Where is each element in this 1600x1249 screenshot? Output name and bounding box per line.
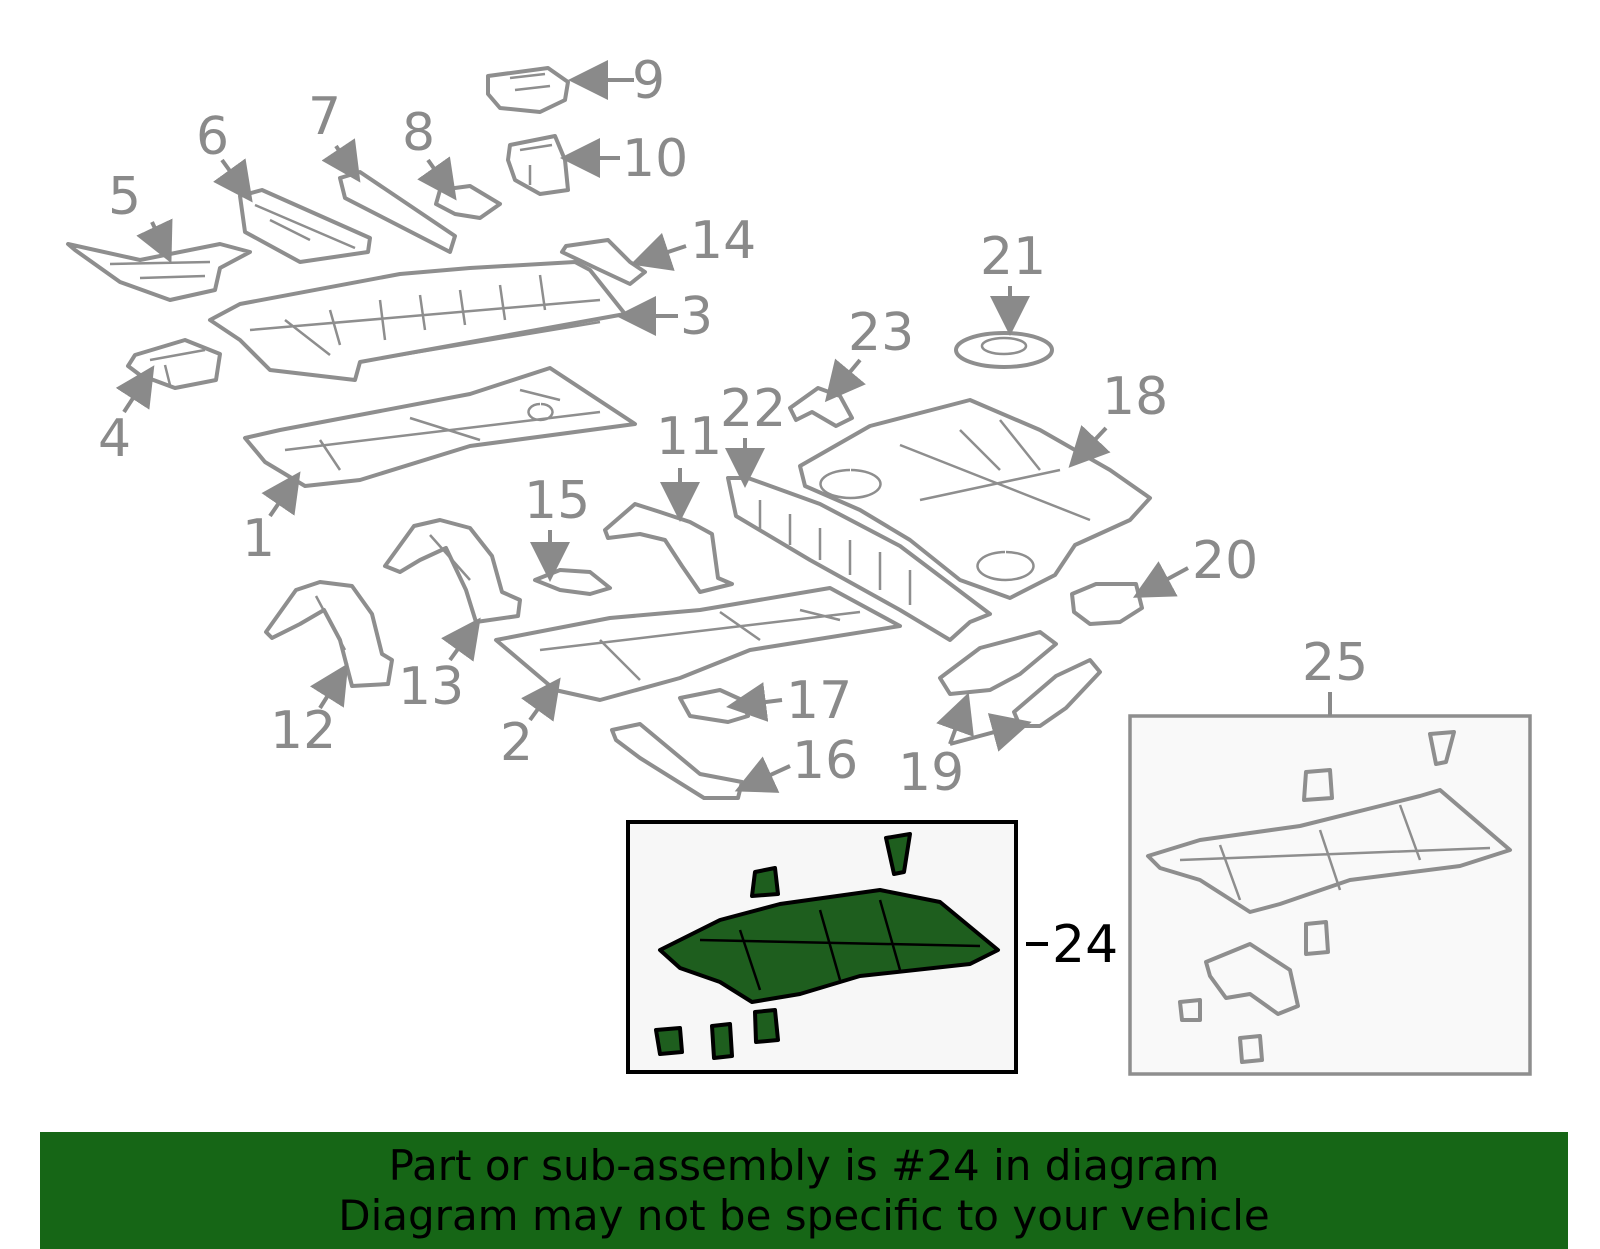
callout-2: 2 <box>500 713 533 773</box>
banner-line-2: Diagram may not be specific to your vehi… <box>338 1190 1270 1240</box>
part-1[interactable] <box>243 366 637 488</box>
callout-14: 14 <box>690 211 756 271</box>
leader-lines <box>115 60 1332 946</box>
part-11[interactable] <box>603 502 734 594</box>
callout-25: 25 <box>1302 633 1368 693</box>
callout-19: 19 <box>898 743 964 803</box>
part-18[interactable] <box>798 398 1152 600</box>
part-8[interactable] <box>434 184 502 220</box>
callout-22: 22 <box>720 379 786 439</box>
part-6[interactable] <box>238 188 372 264</box>
callout-3: 3 <box>680 287 713 347</box>
info-banner: Part or sub-assembly is #24 in diagram D… <box>40 1132 1568 1249</box>
part-12[interactable] <box>264 580 394 688</box>
callout-17: 17 <box>786 671 852 731</box>
part-24-box[interactable] <box>626 820 1018 1074</box>
callout-9: 9 <box>632 51 665 111</box>
callout-21: 21 <box>980 227 1046 287</box>
part-2[interactable] <box>494 586 902 702</box>
callout-20: 20 <box>1192 531 1258 591</box>
part-20[interactable] <box>1070 582 1144 626</box>
part-19-front[interactable] <box>938 630 1058 696</box>
part-22[interactable] <box>726 476 992 642</box>
callout-8: 8 <box>402 103 435 163</box>
callout-13: 13 <box>398 657 464 717</box>
callout-11: 11 <box>656 407 722 467</box>
callout-23: 23 <box>848 303 914 363</box>
part-23[interactable] <box>788 386 854 428</box>
part-5[interactable] <box>66 242 252 302</box>
callout-5: 5 <box>108 167 141 227</box>
part-21[interactable] <box>954 331 1054 369</box>
banner-line-1: Part or sub-assembly is #24 in diagram <box>388 1140 1220 1190</box>
part-10[interactable] <box>506 134 570 196</box>
callout-labels: 1 2 3 4 5 6 7 8 9 10 11 12 13 14 15 16 1… <box>98 51 1368 975</box>
part-3[interactable] <box>208 260 627 382</box>
part-7[interactable] <box>338 170 457 254</box>
part-4[interactable] <box>126 338 222 390</box>
callout-1: 1 <box>242 509 275 569</box>
callout-24: 24 <box>1052 915 1118 975</box>
part-9[interactable] <box>486 66 570 114</box>
callout-7: 7 <box>308 87 341 147</box>
callout-4: 4 <box>98 409 131 469</box>
callout-6: 6 <box>196 107 229 167</box>
callout-10: 10 <box>622 129 688 189</box>
callout-12: 12 <box>270 701 336 761</box>
part-15[interactable] <box>533 568 612 596</box>
callout-16: 16 <box>792 731 858 791</box>
part-16[interactable] <box>610 722 744 800</box>
part-13[interactable] <box>383 518 522 624</box>
part-14[interactable] <box>560 238 647 286</box>
part-25-box[interactable] <box>1128 714 1532 1076</box>
callout-18: 18 <box>1102 367 1168 427</box>
callout-15: 15 <box>524 471 590 531</box>
